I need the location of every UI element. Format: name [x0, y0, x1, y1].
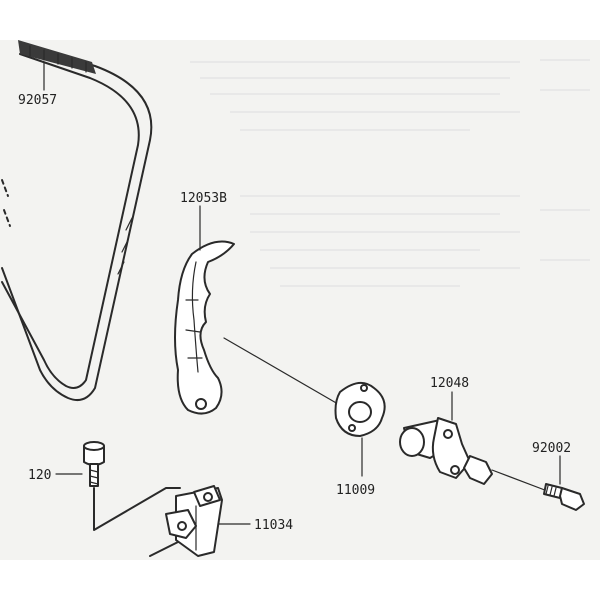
- leader-guide: [223, 337, 339, 405]
- gasket: [334, 381, 386, 437]
- label-12053b: 12053B: [180, 191, 227, 206]
- label-11009: 11009: [336, 483, 375, 498]
- label-120: 120: [28, 468, 51, 483]
- label-12048: 12048: [430, 376, 469, 391]
- label-92057: 92057: [18, 93, 57, 108]
- tensioner-bolt: [543, 483, 585, 511]
- label-92002: 92002: [532, 441, 571, 456]
- bolt-mount-path: [93, 487, 181, 531]
- socket-bolt: [83, 441, 105, 487]
- tensioner-axis: [491, 469, 551, 493]
- cam-chain: [1, 40, 153, 401]
- bracket-lower-line: [149, 541, 179, 557]
- bracket: [165, 485, 223, 557]
- bleed-through-text: [190, 59, 590, 287]
- cam-chain-tensioner: [399, 417, 493, 485]
- label-11034: 11034: [254, 518, 293, 533]
- chain-guide: [174, 240, 235, 415]
